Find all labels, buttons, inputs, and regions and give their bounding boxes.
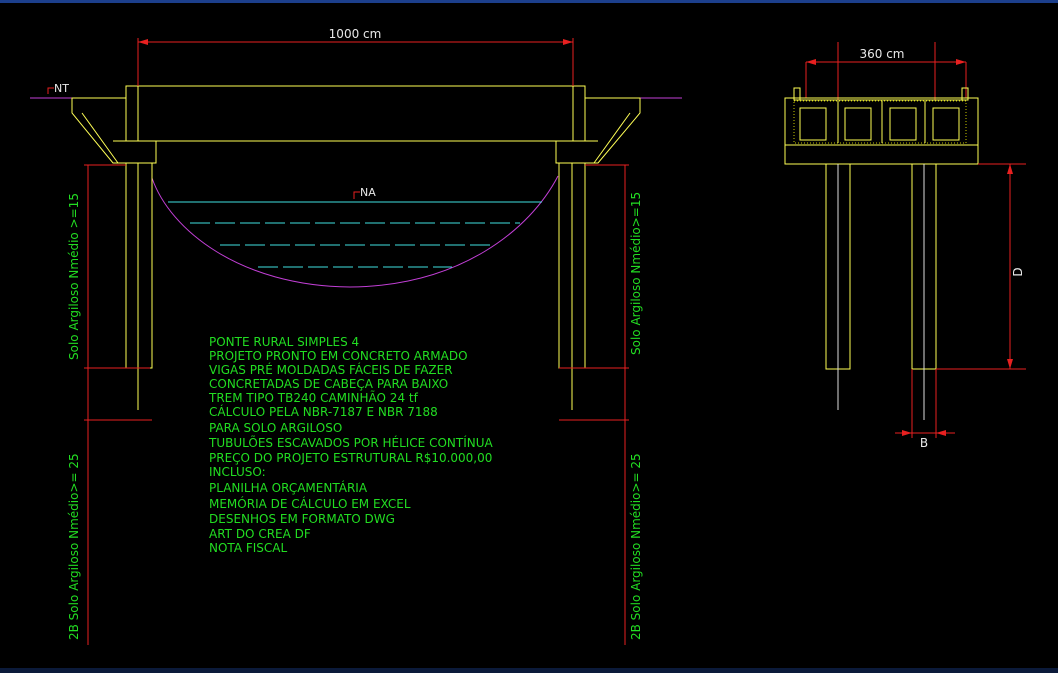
note-line: INCLUSO: bbox=[209, 465, 266, 479]
right-pile bbox=[558, 162, 586, 410]
diameter-dimension: B bbox=[895, 369, 955, 450]
bridge-deck bbox=[125, 85, 586, 142]
left-pile bbox=[125, 162, 153, 410]
note-line: NOTA FISCAL bbox=[209, 541, 287, 555]
water-level-marker: NA bbox=[353, 186, 376, 199]
note-line: VIGAS PRÉ MOLDADAS FÁCEIS DE FAZER bbox=[209, 362, 453, 377]
depth-dimension-label: D bbox=[1011, 267, 1025, 276]
right-abutment bbox=[555, 97, 641, 164]
soil-label-upper-left: Solo Argiloso Nmédio >=15 bbox=[67, 193, 81, 360]
note-line: DESENHOS EM FORMATO DWG bbox=[209, 512, 395, 526]
note-line: ART DO CREA DF bbox=[209, 527, 311, 541]
water-level-label: NA bbox=[360, 186, 376, 199]
note-line: CÁLCULO PELA NBR-7187 E NBR 7188 bbox=[209, 404, 438, 419]
window-bottom-border bbox=[0, 668, 1058, 673]
width-dimension: 360 cm bbox=[805, 42, 967, 100]
diameter-dimension-label: B bbox=[920, 436, 928, 450]
span-dimension-label: 1000 cm bbox=[329, 27, 382, 41]
soil-label-lower-right: 2B Solo Argiloso Nmédio>= 25 bbox=[629, 453, 643, 640]
span-dimension: 1000 cm bbox=[137, 27, 574, 86]
deck-section bbox=[784, 97, 979, 165]
note-line: PREÇO DO PROJETO ESTRUTURAL R$10.000,00 bbox=[209, 451, 492, 465]
depth-dimension: D bbox=[936, 163, 1026, 370]
section-piles bbox=[825, 163, 937, 420]
note-line: MEMÓRIA DE CÁLCULO EM EXCEL bbox=[209, 496, 411, 511]
width-dimension-label: 360 cm bbox=[859, 47, 904, 61]
note-line: TUBULÕES ESCAVADOS POR HÉLICE CONTÍNUA bbox=[208, 435, 494, 450]
terrain-level-label: NT bbox=[54, 82, 69, 95]
note-line: PLANILHA ORÇAMENTÁRIA bbox=[209, 480, 368, 495]
elevation-view: NT NA bbox=[30, 27, 682, 645]
cross-section-view: 360 cm bbox=[784, 42, 1026, 450]
water-lines bbox=[168, 201, 542, 268]
note-line: PARA SOLO ARGILOSO bbox=[209, 421, 342, 435]
soil-label-upper-right: Solo Argiloso Nmédio>=15 bbox=[629, 192, 643, 355]
left-abutment bbox=[71, 97, 157, 164]
project-notes: PONTE RURAL SIMPLES 4 PROJETO PRONTO EM … bbox=[208, 335, 494, 555]
river-bed-curve bbox=[151, 175, 559, 288]
note-line: CONCRETADAS DE CABEÇA PARA BAIXO bbox=[209, 377, 448, 391]
soil-label-lower-left: 2B Solo Argiloso Nmédio>= 25 bbox=[67, 453, 81, 640]
soil-layer-lines bbox=[84, 164, 629, 645]
note-line: PROJETO PRONTO EM CONCRETO ARMADO bbox=[209, 349, 468, 363]
window-top-border bbox=[0, 0, 1058, 3]
note-line: TREM TIPO TB240 CAMINHÃO 24 tf bbox=[208, 390, 419, 405]
note-line: PONTE RURAL SIMPLES 4 bbox=[209, 335, 359, 349]
terrain-level-marker: NT bbox=[47, 82, 69, 95]
